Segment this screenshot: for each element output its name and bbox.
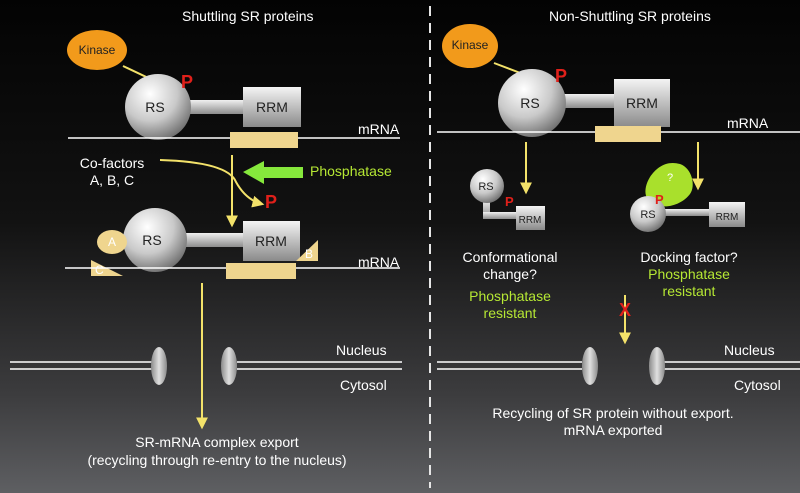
- blocked-mark: X: [618, 300, 632, 320]
- rrm-domain-small-2: [709, 202, 745, 227]
- phosphate-small: P: [505, 194, 514, 209]
- phosphatase-label: Phosphatase: [310, 163, 392, 179]
- dephosphorylation-arrow: [159, 159, 265, 208]
- cofactors-label: Co-factors: [79, 155, 145, 171]
- mrna-label-right: mRNA: [727, 115, 769, 131]
- rs-label-small: RS: [478, 181, 494, 193]
- released-phosphate: P: [265, 192, 278, 212]
- rrm-label-right: RRM: [626, 95, 658, 111]
- kinase-ellipse-right: [442, 24, 498, 68]
- recycling-caption-line1: Recycling of SR protein without export.: [492, 405, 734, 421]
- rrm-label-small-2: RRM: [715, 212, 739, 223]
- nuclear-pore: [582, 347, 598, 385]
- cofactor-a-shape: [97, 230, 127, 254]
- rrm-label-2: RRM: [255, 233, 287, 249]
- protein-linker-2: [168, 233, 250, 247]
- rs-label-2: RS: [142, 232, 162, 248]
- export-caption-line2: (recycling through re-entry to the nucle…: [87, 452, 347, 468]
- rs-label-small-2: RS: [640, 209, 656, 221]
- phosphate-label: P: [181, 72, 194, 92]
- rrm-label-small: RRM: [518, 215, 542, 226]
- rs-label: RS: [145, 99, 165, 115]
- export-caption-line1: SR-mRNA complex export: [135, 434, 299, 450]
- phosphate-small-2: P: [655, 192, 664, 207]
- phosphate-label-right: P: [555, 66, 568, 86]
- docking-question: ?: [667, 172, 674, 184]
- cofactor-c-label: C: [95, 263, 104, 277]
- mrna-binding-site-right: [595, 126, 661, 142]
- rrm-label: RRM: [256, 99, 288, 115]
- conformational-label-line2: change?: [483, 266, 537, 282]
- nuclear-pore: [151, 347, 167, 385]
- rs-domain-small-2: [630, 196, 666, 232]
- mrna-binding-site-2: [226, 263, 296, 279]
- conformational-resistant-line1: Phosphatase: [469, 288, 551, 304]
- rrm-domain-small: [516, 206, 545, 230]
- kinase-label: Kinase: [78, 43, 116, 57]
- mrna-label-2: mRNA: [358, 254, 400, 270]
- nuclear-pore: [649, 347, 665, 385]
- cofactor-b-label: B: [305, 247, 314, 261]
- mrna-label: mRNA: [358, 121, 400, 137]
- cofactor-names-label: A, B, C: [89, 172, 135, 188]
- nuclear-pore: [221, 347, 237, 385]
- rrm-domain-right: [614, 79, 670, 127]
- cofactor-a-label: A: [107, 235, 117, 249]
- kinase-ellipse: [67, 30, 127, 70]
- phosphatase-arrow: [243, 161, 303, 184]
- kinase-label-right: Kinase: [451, 38, 489, 52]
- rs-domain: [125, 74, 191, 140]
- docking-resistant-line2: resistant: [662, 283, 716, 299]
- rs-label-right: RS: [520, 95, 540, 111]
- right-panel-title: Non-Shuttling SR proteins: [549, 8, 711, 24]
- rrm-domain-2: [243, 221, 300, 261]
- protein-linker: [170, 100, 258, 114]
- docking-factor: [645, 162, 693, 207]
- nucleus-label-right: Nucleus: [724, 342, 775, 358]
- docking-label: Docking factor?: [640, 249, 738, 265]
- cytosol-label: Cytosol: [340, 377, 387, 393]
- left-panel-title: Shuttling SR proteins: [182, 8, 314, 24]
- conformational-label-line1: Conformational: [462, 249, 558, 265]
- conformational-resistant-line2: resistant: [483, 305, 537, 321]
- mrna-binding-site: [230, 132, 298, 148]
- rrm-domain: [243, 87, 301, 127]
- rs-domain-right: [498, 69, 566, 137]
- docking-resistant-line1: Phosphatase: [648, 266, 730, 282]
- rs-domain-2: [123, 208, 187, 272]
- recycling-caption-line2: mRNA exported: [563, 422, 663, 438]
- cytosol-label-right: Cytosol: [734, 377, 781, 393]
- rs-domain-small: [470, 169, 504, 203]
- cofactor-b-shape: [296, 240, 318, 261]
- nucleus-label: Nucleus: [336, 342, 387, 358]
